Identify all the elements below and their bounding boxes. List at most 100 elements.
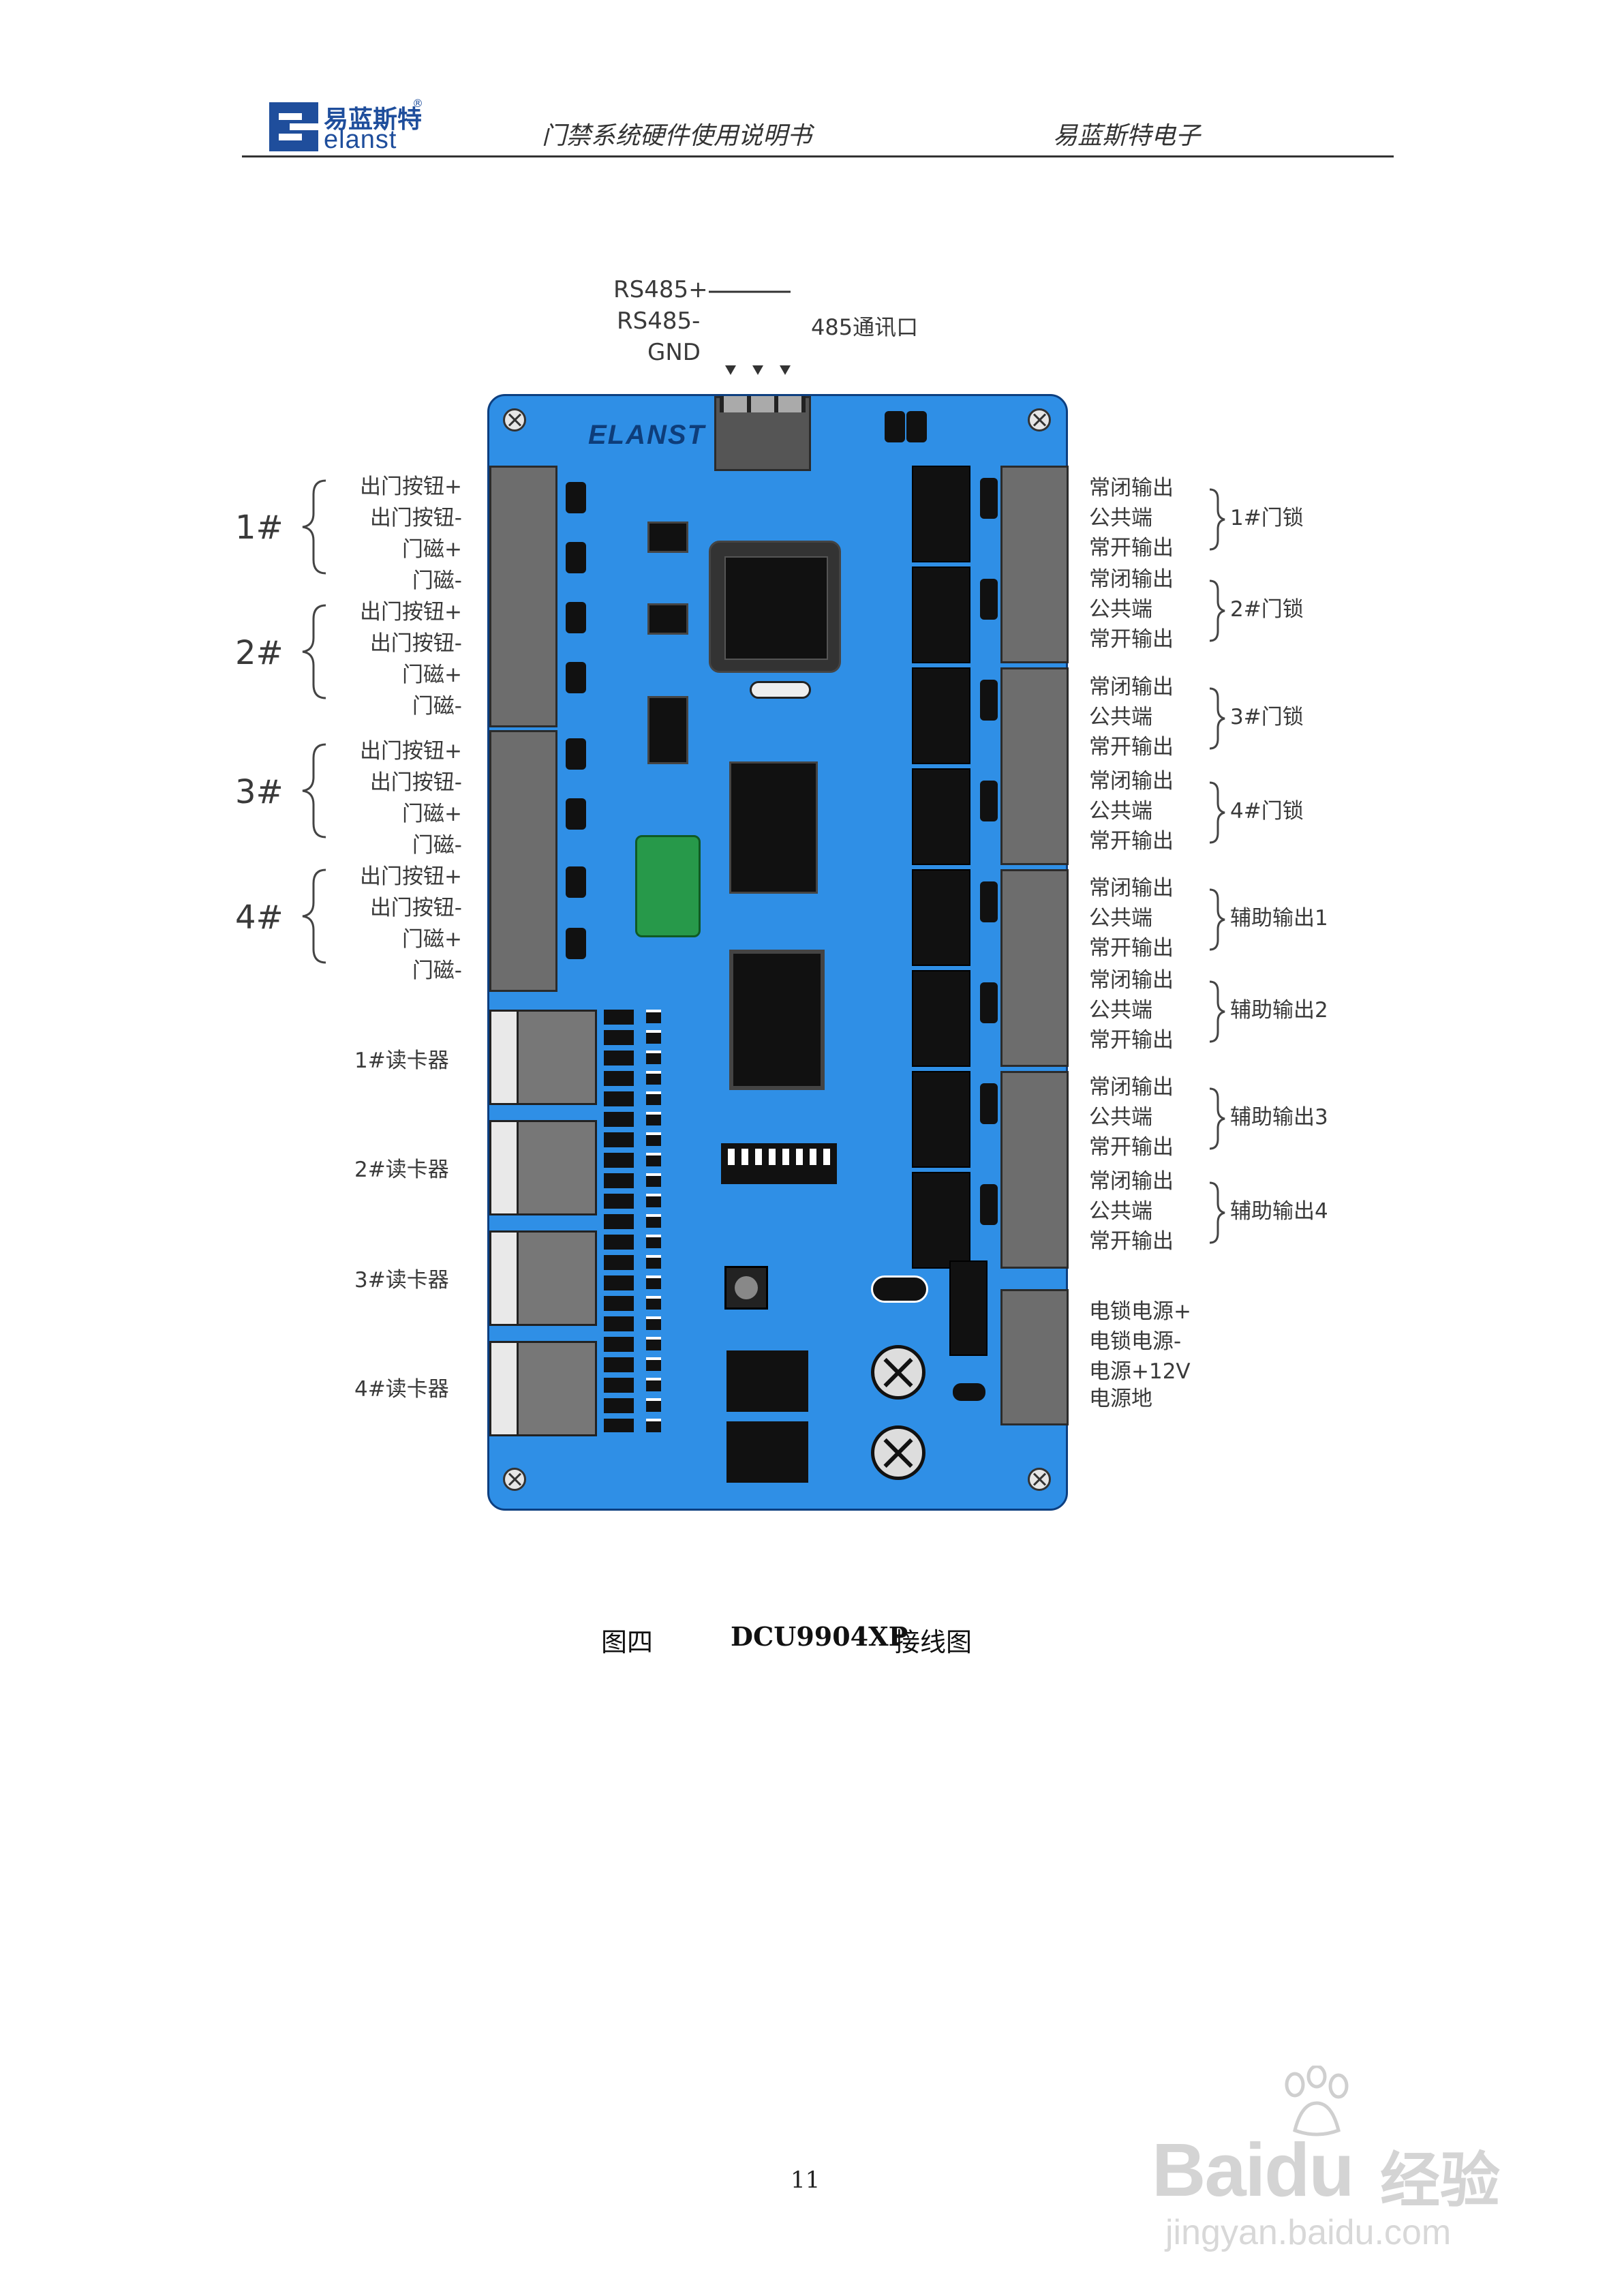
card-reader-port-4 bbox=[489, 1341, 597, 1436]
no-output-label: 常开输出 bbox=[1089, 829, 1174, 854]
common-label: 公共端 bbox=[1089, 906, 1152, 931]
card-reader-2-label: 2#读卡器 bbox=[354, 1158, 449, 1182]
group-3-number: 3# bbox=[235, 773, 284, 811]
lock-power-minus-label: 电锁电源- bbox=[1089, 1329, 1182, 1354]
relay-2 bbox=[912, 567, 970, 663]
input-terminal-block-lower bbox=[489, 730, 557, 992]
output-terminal-block-1 bbox=[1000, 466, 1069, 663]
nc-output-label: 常闭输出 bbox=[1089, 476, 1174, 500]
card-reader-3-label: 3#读卡器 bbox=[354, 1268, 449, 1293]
document-title: 门禁系统硬件使用说明书 bbox=[542, 122, 812, 150]
resistor-array bbox=[646, 1010, 661, 1432]
input-terminal-block-upper bbox=[489, 466, 557, 727]
rs485-gnd-label: GND bbox=[647, 339, 701, 366]
common-label: 公共端 bbox=[1089, 705, 1152, 729]
relay-4 bbox=[912, 768, 970, 865]
nc-output-label: 常闭输出 bbox=[1089, 876, 1174, 901]
door-lock-4-label: 4#门锁 bbox=[1230, 799, 1304, 824]
figure-number: 图四 bbox=[601, 1627, 654, 1657]
door-sensor-plus-label: 门磁+ bbox=[402, 537, 462, 562]
paw-print-icon bbox=[1285, 2066, 1349, 2136]
controller-board: ELANST bbox=[487, 394, 1069, 1511]
relay-7 bbox=[912, 1071, 970, 1168]
dip-switch-lever bbox=[810, 1149, 816, 1165]
door-sensor-plus-label: 门磁+ bbox=[402, 927, 462, 952]
no-output-label: 常开输出 bbox=[1089, 735, 1174, 759]
power-diode bbox=[949, 1260, 988, 1356]
power-ground-label: 电源地 bbox=[1089, 1387, 1152, 1411]
aux-output-3-label: 辅助输出3 bbox=[1230, 1105, 1328, 1130]
logo-chinese-name: 易蓝斯特 bbox=[324, 106, 423, 134]
output-terminal-block-4 bbox=[1000, 1071, 1069, 1269]
common-label: 公共端 bbox=[1089, 1105, 1152, 1130]
nc-output-label: 常闭输出 bbox=[1089, 567, 1174, 592]
exit-button-plus-label: 出门按钮+ bbox=[360, 864, 462, 889]
no-output-label: 常开输出 bbox=[1089, 1229, 1174, 1254]
dip-switch-lever bbox=[796, 1149, 803, 1165]
voltage-regulator bbox=[726, 1421, 808, 1483]
exit-button-plus-label: 出门按钮+ bbox=[360, 474, 462, 499]
nc-output-label: 常闭输出 bbox=[1089, 1169, 1174, 1194]
dip-switch-lever bbox=[741, 1149, 748, 1165]
common-label: 公共端 bbox=[1089, 799, 1152, 824]
reset-button bbox=[724, 1266, 768, 1310]
power-terminal-block bbox=[1000, 1289, 1069, 1425]
aux-output-4-label: 辅助输出4 bbox=[1230, 1199, 1328, 1224]
output-terminal-block-2 bbox=[1000, 667, 1069, 865]
exit-button-plus-label: 出门按钮+ bbox=[360, 600, 462, 624]
card-reader-port-3 bbox=[489, 1230, 597, 1326]
exit-button-minus-label: 出门按钮- bbox=[369, 631, 462, 656]
mounting-screw-icon bbox=[1028, 1468, 1051, 1491]
page-header: 易蓝斯特 ® elanst 门禁系统硬件使用说明书 易蓝斯特电子 bbox=[242, 95, 1394, 157]
lock-power-plus-label: 电锁电源+ bbox=[1089, 1299, 1191, 1324]
door-sensor-minus-label: 门磁- bbox=[412, 694, 462, 719]
dip-switch-lever bbox=[823, 1149, 830, 1165]
relay-8 bbox=[912, 1172, 970, 1269]
no-output-label: 常开输出 bbox=[1089, 1135, 1174, 1160]
door-lock-3-label: 3#门锁 bbox=[1230, 705, 1304, 729]
dip-switch-lever bbox=[755, 1149, 762, 1165]
rs485-port-label: 485通讯口 bbox=[811, 314, 919, 340]
microcontroller-chip bbox=[709, 541, 841, 673]
relay-6 bbox=[912, 970, 970, 1067]
card-reader-port-1 bbox=[489, 1010, 597, 1105]
door-sensor-minus-label: 门磁- bbox=[412, 833, 462, 858]
common-label: 公共端 bbox=[1089, 506, 1152, 530]
door-sensor-plus-label: 门磁+ bbox=[402, 663, 462, 687]
dip-switch-lever bbox=[728, 1149, 735, 1165]
figure-caption-suffix: 接线图 bbox=[894, 1627, 973, 1657]
card-reader-port-2 bbox=[489, 1120, 597, 1215]
card-reader-1-label: 1#读卡器 bbox=[354, 1048, 449, 1073]
mounting-screw-icon bbox=[503, 408, 526, 432]
small-ic bbox=[647, 522, 688, 553]
door-sensor-minus-label: 门磁- bbox=[412, 569, 462, 593]
mounting-screw-icon bbox=[1028, 408, 1051, 432]
company-logo: 易蓝斯特 ® elanst bbox=[269, 97, 426, 154]
dip-switch-lever bbox=[769, 1149, 776, 1165]
resistor-array bbox=[604, 1010, 634, 1432]
header-rule bbox=[242, 155, 1394, 157]
aux-output-1-label: 辅助输出1 bbox=[1230, 906, 1328, 931]
group-2-number: 2# bbox=[235, 634, 284, 672]
crystal-oscillator bbox=[750, 681, 811, 699]
electrolytic-capacitor-icon bbox=[871, 1425, 925, 1480]
dip-switch bbox=[721, 1143, 837, 1184]
exit-button-minus-label: 出门按钮- bbox=[369, 896, 462, 920]
page-number: 11 bbox=[791, 2166, 821, 2194]
group-1-number: 1# bbox=[235, 509, 284, 547]
dip-switch-lever bbox=[782, 1149, 789, 1165]
no-output-label: 常开输出 bbox=[1089, 1028, 1174, 1053]
output-terminal-block-3 bbox=[1000, 869, 1069, 1067]
baidu-jingyan-watermark: Baidu 经验 jingyan.baidu.com bbox=[1152, 2052, 1533, 2256]
no-output-label: 常开输出 bbox=[1089, 936, 1174, 961]
relay-1 bbox=[912, 466, 970, 562]
common-label: 公共端 bbox=[1089, 1199, 1152, 1224]
ic-chip bbox=[729, 761, 818, 894]
fuse bbox=[871, 1275, 928, 1303]
voltage-regulator bbox=[726, 1350, 808, 1412]
green-filter-component bbox=[635, 835, 701, 937]
rs485-plus-label: RS485+ bbox=[613, 276, 708, 303]
no-output-label: 常开输出 bbox=[1089, 627, 1174, 652]
nc-output-label: 常闭输出 bbox=[1089, 769, 1174, 794]
electrolytic-capacitor-icon bbox=[871, 1345, 925, 1400]
